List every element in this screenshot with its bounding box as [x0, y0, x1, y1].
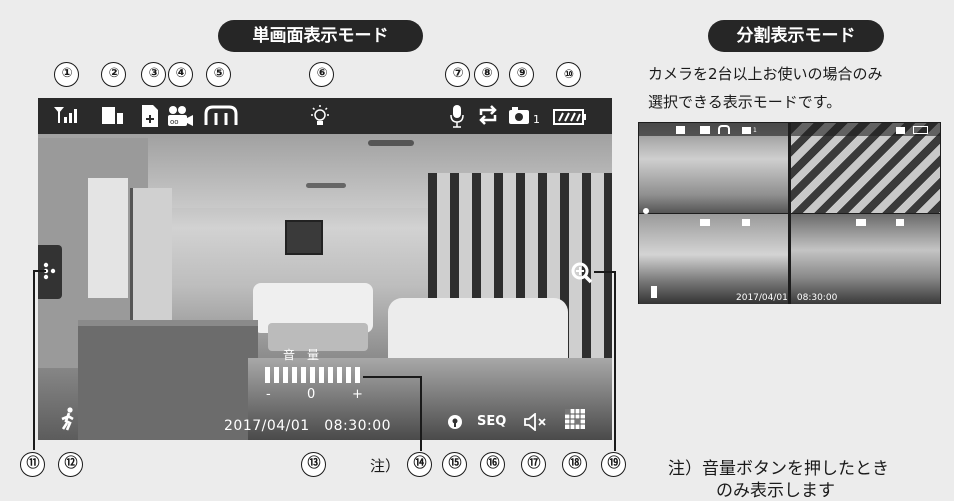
ceiling-fan-2 — [306, 183, 346, 188]
split-battery-icon — [913, 126, 928, 134]
mute-icon[interactable] — [523, 412, 549, 435]
split-recording-icon-3 — [700, 219, 710, 226]
callout-17: ⑰ — [521, 452, 546, 477]
split-mode-label: 分割表示モード — [708, 20, 884, 52]
split-recording-icon — [700, 126, 710, 134]
window-left — [88, 178, 128, 298]
battery-icon — [553, 109, 587, 129]
split-camera-icon-4 — [896, 219, 904, 226]
split-desc-line2: 選択できる表示モードです。 — [648, 93, 842, 111]
callout-2: ② — [101, 62, 126, 87]
timestamp: 2017/04/01 08:30:00 — [224, 418, 392, 434]
callout-6: ⑥ — [309, 62, 334, 87]
split-motion-sensor-icon — [718, 125, 730, 134]
callout-7: ⑦ — [445, 62, 470, 87]
microphone-icon — [450, 104, 464, 132]
menu-tab[interactable] — [38, 245, 62, 299]
callout-4: ④ — [168, 62, 193, 87]
camera-number: 1 — [533, 113, 540, 126]
callout-1: ① — [54, 62, 79, 87]
split-camera-icon-3 — [742, 219, 750, 226]
callout-11: ⑪ — [20, 452, 45, 477]
recording-icon: oo — [167, 105, 193, 131]
note-marker: 注） — [370, 457, 401, 475]
split-cam-3 — [639, 214, 788, 304]
split-camera-icon-2 — [896, 127, 905, 134]
seq-button[interactable]: SEQ — [477, 414, 507, 429]
leader-11h — [33, 270, 46, 272]
callout-15: ⑮ — [442, 452, 467, 477]
info-icon[interactable] — [447, 414, 463, 434]
volume-value: 0 — [307, 387, 316, 402]
callout-9: ⑨ — [509, 62, 534, 87]
leader-19 — [614, 271, 616, 451]
callout-19: ⑲ — [601, 452, 626, 477]
split-cam-4 — [791, 214, 940, 304]
split-view-thumbnail: 1 2017/04/01 08:30:00 — [638, 122, 941, 304]
person-motion-icon — [60, 407, 78, 435]
leader-14 — [420, 376, 422, 451]
split-cam-1 — [639, 123, 788, 213]
callout-12: ⑫ — [58, 452, 83, 477]
callout-13: ⑬ — [301, 452, 326, 477]
status-bar: oo 1 — [38, 98, 612, 134]
loop-icon — [477, 105, 499, 129]
leader-19h — [594, 271, 615, 273]
split-person-icon — [651, 286, 657, 298]
zoom-icon[interactable] — [571, 262, 593, 288]
callout-16: ⑯ — [480, 452, 505, 477]
leader-14h — [363, 376, 421, 378]
split-camera-icon — [742, 127, 751, 134]
callout-18: ⑱ — [562, 452, 587, 477]
callout-5: ⑤ — [206, 62, 231, 87]
single-mode-label: 単画面表示モード — [218, 20, 423, 52]
signal-icon — [54, 106, 78, 128]
camera-view — [38, 98, 612, 440]
split-desc-line1: カメラを2台以上お使いの場合のみ — [648, 65, 883, 83]
light-icon — [308, 104, 332, 132]
volume-label: 音 量 — [283, 348, 320, 362]
counter — [78, 320, 258, 440]
painting — [285, 220, 323, 255]
sd-card-icon — [102, 105, 124, 129]
menu-icon[interactable] — [43, 262, 59, 284]
split-menu-icon — [643, 208, 649, 214]
split-sd-card-icon — [676, 126, 685, 134]
leader-11 — [33, 270, 35, 450]
split-camera-number: 1 — [753, 127, 757, 134]
svg-text:oo: oo — [170, 118, 179, 126]
ceiling-fan — [368, 140, 414, 146]
volume-minus[interactable]: - — [266, 387, 271, 402]
callout-10: ⑩ — [556, 62, 581, 87]
file-icon — [142, 105, 158, 131]
volume-plus[interactable]: + — [352, 387, 363, 402]
note-line1: 注）音量ボタンを押したとき — [668, 459, 889, 479]
callout-3: ③ — [141, 62, 166, 87]
note-line2: のみ表示します — [716, 481, 835, 501]
table — [268, 323, 368, 351]
split-recording-icon-4 — [856, 219, 866, 226]
camera-icon — [509, 106, 531, 128]
callout-14: ⑭ — [407, 452, 432, 477]
grid-icon[interactable] — [565, 409, 585, 433]
motion-sensor-icon — [204, 104, 238, 130]
split-cam-2 — [791, 123, 940, 213]
callout-8: ⑧ — [474, 62, 499, 87]
split-statusbar — [638, 122, 941, 136]
volume-bar[interactable] — [265, 367, 363, 383]
split-timestamp: 2017/04/01 08:30:00 — [736, 293, 838, 303]
